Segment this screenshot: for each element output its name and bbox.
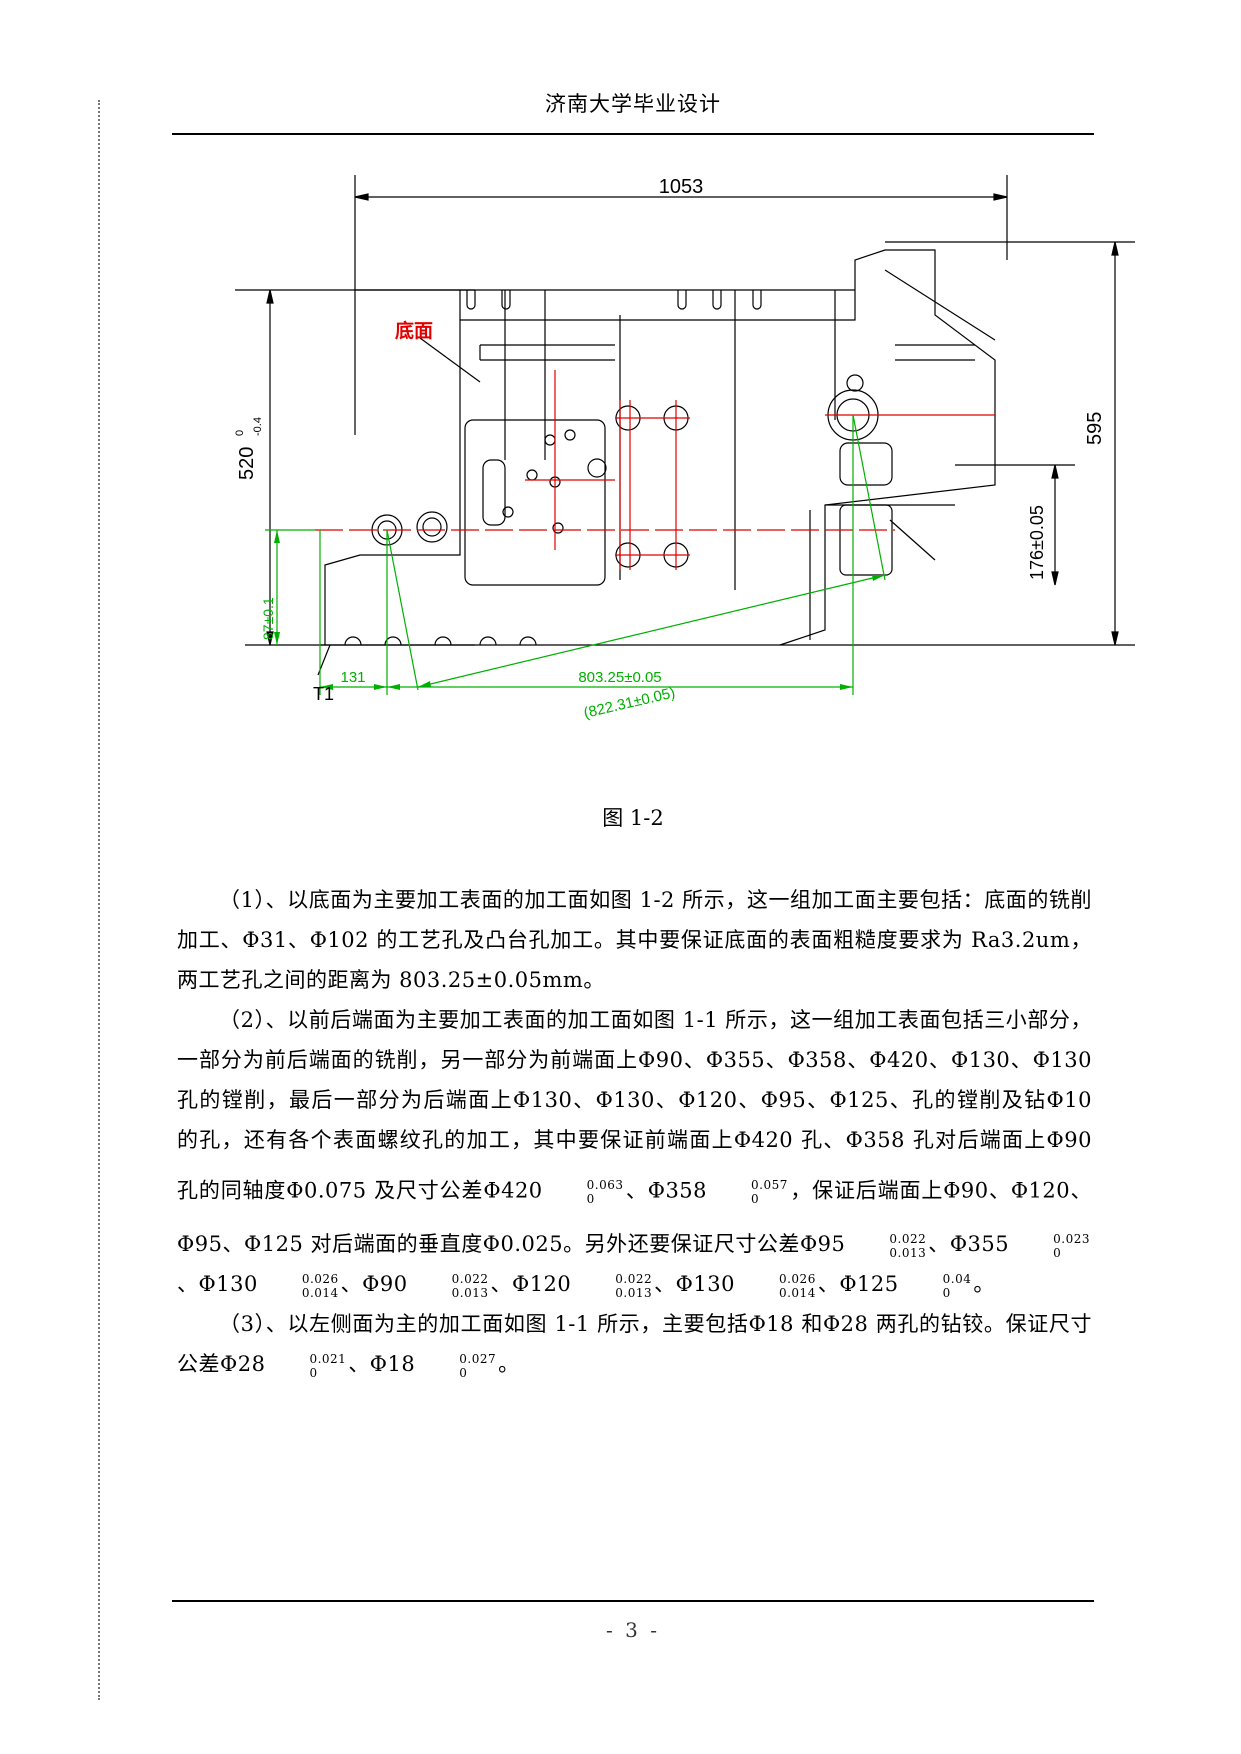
p2-text-c: ，保证后端面上Φ90、Φ120、Φ95、Φ125 对后端面的垂直度Φ0.025。… — [177, 1178, 1092, 1257]
footer-rule — [172, 1600, 1094, 1602]
figure-caption: 图 1-2 — [602, 806, 664, 830]
paragraph-3: （3）、以左侧面为主的加工面如图 1-1 所示，主要包括Φ18 和Φ28 两孔的… — [177, 1304, 1092, 1384]
p2-text-e: 、Φ130 — [177, 1272, 258, 1296]
dim-left-tol-upper: 0 — [235, 430, 246, 436]
p2-text-h: 、Φ130 — [654, 1272, 735, 1296]
tol-lower: 0.014 — [301, 1285, 339, 1300]
p2-text-f: 、Φ90 — [340, 1272, 408, 1296]
p2-text-i: 、Φ125 — [817, 1272, 899, 1296]
drawing-svg: 1053 520 0 -0.4 595 176±0.05 87±0.1 T1 (… — [235, 175, 1135, 722]
p3-text-b: 、Φ18 — [348, 1352, 416, 1376]
tol-upper: 0.04 — [942, 1271, 972, 1286]
p2-text-j: 。 — [973, 1272, 995, 1296]
tol-upper: 0.022 — [615, 1271, 653, 1286]
p2-text-d: 、Φ355 — [928, 1232, 1010, 1256]
p2-text-a: （2）、以前后端面为主要加工表面的加工面如图 1-1 所示，这一组加工表面包括三… — [177, 1008, 1092, 1203]
tol-lower: 0 — [942, 1285, 951, 1300]
dim-right-small-label: 176±0.05 — [1027, 505, 1047, 580]
tol-lower: 0 — [309, 1365, 318, 1380]
tol-upper: 0.022 — [889, 1231, 927, 1246]
tol-upper: 0.022 — [451, 1271, 489, 1286]
tol-lower: 0.014 — [778, 1285, 816, 1300]
tol-lower: 0 — [751, 1192, 760, 1206]
tol-upper: 0.023 — [1053, 1231, 1090, 1246]
dim-right-label: 595 — [1084, 412, 1106, 445]
tol-upper: 0.026 — [778, 1271, 816, 1286]
page-number: - 3 - — [606, 1618, 660, 1642]
dim-diagonal-label: (822.31±0.05) — [582, 684, 677, 722]
paragraph-2: （2）、以前后端面为主要加工表面的加工面如图 1-1 所示，这一组加工表面包括三… — [177, 1000, 1092, 1304]
dim-left-tol-lower: -0.4 — [252, 417, 264, 436]
tol-lower: 0 — [586, 1192, 595, 1206]
technical-drawing: 1053 520 0 -0.4 595 176±0.05 87±0.1 T1 (… — [235, 160, 1135, 780]
tol-lower: 0.013 — [615, 1285, 653, 1300]
dim-bottom-right-label: 803.25±0.05 — [578, 669, 661, 686]
header-rule — [172, 133, 1094, 135]
surface-label: 底面 — [395, 319, 433, 342]
paragraph-1: （1）、以底面为主要加工表面的加工面如图 1-2 所示，这一组加工面主要包括：底… — [177, 888, 1092, 992]
binding-margin-line — [98, 100, 100, 1700]
label-t1: T1 — [313, 684, 334, 704]
p2-text-b: 、Φ358 — [625, 1178, 708, 1203]
dim-small-left-label: 87±0.1 — [260, 597, 276, 640]
dim-bottom-left-label: 131 — [340, 669, 365, 686]
tol-upper: 0.057 — [751, 1178, 788, 1192]
tol-upper: 0.021 — [309, 1351, 347, 1366]
tol-lower: 0.013 — [889, 1245, 927, 1260]
dim-top-label: 1053 — [659, 176, 704, 198]
tol-lower: 0 — [459, 1365, 468, 1380]
body-text: （1）、以底面为主要加工表面的加工面如图 1-2 所示，这一组加工面主要包括：底… — [177, 880, 1092, 1384]
tol-lower: 0.013 — [451, 1285, 489, 1300]
dim-left-label: 520 — [236, 447, 258, 480]
p3-text-a: （3）、以左侧面为主的加工面如图 1-1 所示，主要包括Φ18 和Φ28 两孔的… — [177, 1312, 1092, 1376]
page-header-title: 济南大学毕业设计 — [545, 92, 721, 116]
p3-text-c: 。 — [498, 1352, 520, 1376]
tol-lower: 0 — [1053, 1245, 1062, 1260]
tol-upper: 0.027 — [459, 1351, 497, 1366]
p2-text-g: 、Φ120 — [490, 1272, 572, 1296]
tol-upper: 0.063 — [586, 1178, 624, 1192]
tol-upper: 0.026 — [301, 1271, 339, 1286]
